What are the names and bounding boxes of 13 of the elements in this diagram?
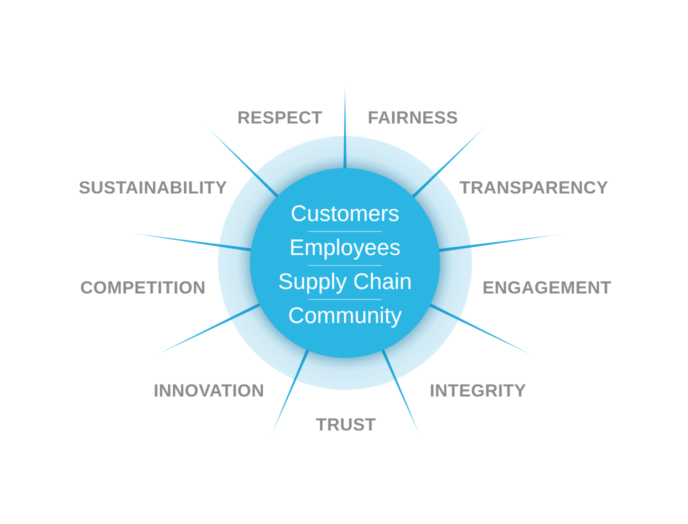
- circle-text: Employees: [289, 235, 401, 261]
- category-label: FAIRNESS: [368, 108, 458, 128]
- category-label: TRANSPARENCY: [460, 178, 608, 198]
- category-label: TRUST: [316, 414, 376, 436]
- category-label: RESPECT: [237, 108, 323, 128]
- category-label: COMPETITION: [80, 278, 206, 298]
- circle-text: Community: [288, 303, 402, 329]
- category-label: SUSTAINABILITY: [78, 178, 228, 198]
- category-label: INNOVATION: [154, 380, 264, 402]
- category-label: ENGAGEMENT: [482, 278, 612, 298]
- category-label: INTEGRITY: [430, 380, 526, 402]
- circle-text: Customers: [290, 201, 400, 227]
- circle-text: Supply Chain: [278, 269, 412, 295]
